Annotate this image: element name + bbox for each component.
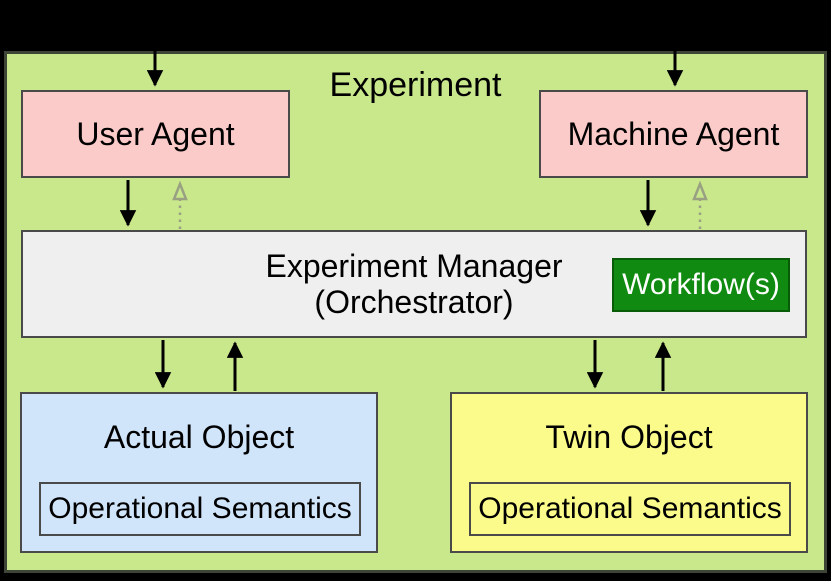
experiment-manager-label-line1: Experiment Manager bbox=[265, 248, 563, 284]
machine-agent-label: Machine Agent bbox=[567, 115, 780, 152]
twin-operational-semantics-box: Operational Semantics bbox=[469, 482, 791, 536]
diagram-title: Experiment bbox=[329, 66, 502, 104]
machine-agent-node: Machine Agent bbox=[539, 90, 808, 178]
twin-object-label: Twin Object bbox=[545, 419, 713, 455]
user-agent-label: User Agent bbox=[76, 115, 235, 152]
actual-object-label: Actual Object bbox=[103, 419, 295, 455]
twin-object-node: Twin Object Operational Semantics bbox=[450, 392, 808, 553]
workflow-badge: Workflow(s) bbox=[612, 258, 790, 312]
actual-operational-semantics-box: Operational Semantics bbox=[39, 482, 361, 536]
user-agent-node: User Agent bbox=[21, 90, 290, 178]
twin-operational-semantics-label: Operational Semantics bbox=[478, 492, 782, 525]
workflow-label: Workflow(s) bbox=[622, 268, 780, 301]
actual-object-node: Actual Object Operational Semantics bbox=[20, 392, 378, 553]
actual-operational-semantics-label: Operational Semantics bbox=[48, 492, 352, 525]
experiment-manager-label-line2: (Orchestrator) bbox=[314, 284, 514, 320]
